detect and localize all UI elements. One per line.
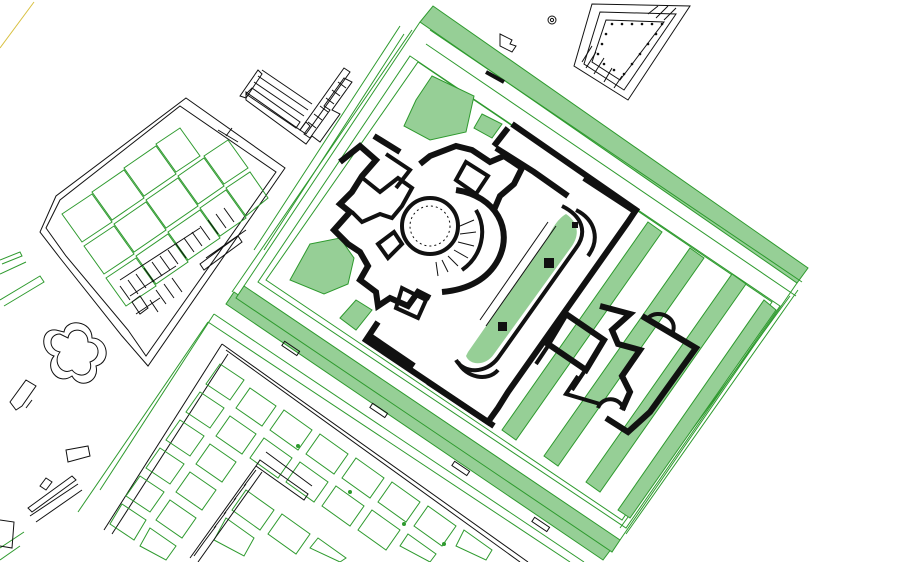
boundary-line-yellow <box>0 1 35 49</box>
west-features <box>0 251 107 561</box>
northeast-colonnaded-building <box>499 3 691 101</box>
compound-edge-details <box>199 127 247 271</box>
southwest-insula-grid <box>77 313 585 562</box>
precinct-garden-beds <box>289 75 777 519</box>
northwest-garden-compound <box>39 97 286 367</box>
precinct-outer-band <box>225 5 809 561</box>
central-complex-walls <box>329 70 701 436</box>
north-insula-rooms <box>239 67 353 145</box>
